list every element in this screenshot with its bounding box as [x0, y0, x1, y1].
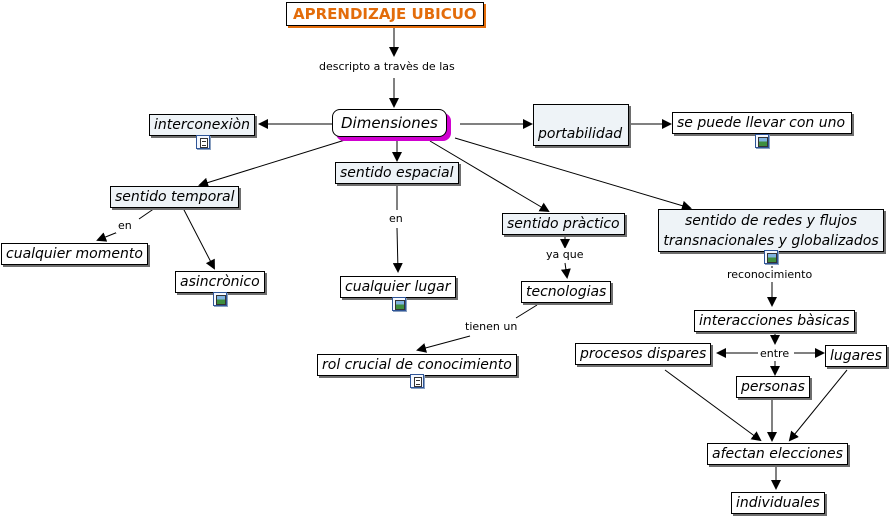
- concept-rol-crucial[interactable]: rol crucial de conocimiento: [317, 354, 517, 376]
- concept-interconexion[interactable]: interconexiòn: [149, 114, 255, 136]
- concept-interacciones-basicas[interactable]: interacciones bàsicas: [694, 310, 855, 332]
- concept-cualquier-lugar[interactable]: cualquier lugar: [340, 276, 456, 298]
- link-tienen-un: tienen un: [463, 320, 520, 334]
- image-icon[interactable]: [392, 297, 406, 311]
- link-reconocimiento: reconocimiento: [725, 268, 815, 282]
- link-descripto: descripto a travès de las: [317, 60, 457, 74]
- image-icon[interactable]: [213, 292, 227, 306]
- concept-sentido-redes[interactable]: sentido de redes y flujos transnacionale…: [658, 209, 884, 252]
- concept-se-puede-llevar[interactable]: se puede llevar con uno: [672, 112, 852, 134]
- concept-asincronico[interactable]: asincrònico: [175, 271, 265, 293]
- concept-sentido-espacial[interactable]: sentido espacial: [335, 162, 459, 184]
- image-icon[interactable]: [755, 134, 769, 148]
- concept-dimensiones[interactable]: Dimensiones: [332, 109, 447, 137]
- concept-sentido-temporal[interactable]: sentido temporal: [110, 186, 240, 208]
- concept-individuales[interactable]: individuales: [731, 492, 825, 514]
- concept-personas[interactable]: personas: [736, 376, 810, 398]
- concept-tecnologias[interactable]: tecnologias: [521, 281, 612, 303]
- concept-cualquier-momento[interactable]: cualquier momento: [1, 243, 148, 265]
- link-en-espacial: en: [387, 212, 405, 226]
- concept-portabilidad[interactable]: portabilidad: [533, 104, 629, 146]
- concept-lugares[interactable]: lugares: [825, 345, 887, 367]
- document-icon[interactable]: [410, 374, 424, 388]
- concept-afectan-elecciones[interactable]: afectan elecciones: [707, 443, 848, 465]
- document-icon[interactable]: [196, 135, 210, 149]
- image-icon[interactable]: [764, 250, 778, 264]
- map-title: APRENDIZAJE UBICUO: [286, 2, 484, 26]
- concept-sentido-practico[interactable]: sentido pràctico: [502, 213, 625, 235]
- link-entre: entre: [758, 347, 792, 361]
- concept-procesos-dispares[interactable]: procesos dispares: [575, 343, 712, 365]
- link-en-temporal: en: [116, 219, 134, 233]
- link-ya-que: ya que: [544, 248, 586, 262]
